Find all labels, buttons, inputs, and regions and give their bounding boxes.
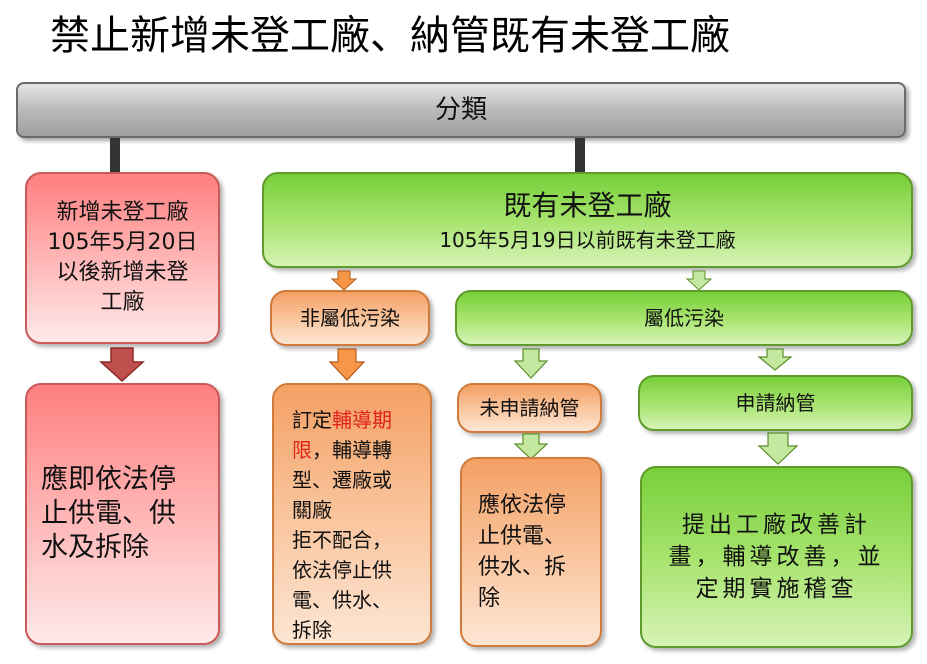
non-low-pollution-action-line: 限，輔導轉 [292,435,392,465]
category-label: 分類 [434,95,487,125]
new-factory-line: 工廠 [100,290,145,315]
new-factory-action-box: 應即依法停 止供電、供 水及拆除 [25,383,220,645]
new-factory-action-line: 應即依法停 [41,464,176,495]
new-factory-line: 新增未登工廠 [56,200,189,225]
not-applied-action-line: 應依法停 [478,493,567,518]
existing-factory-box: 既有未登工廠 105年5月19日以前既有未登工廠 [262,172,913,268]
down-arrow-icon [328,348,366,381]
page-title: 禁止新增未登工廠、納管既有未登工廠 [50,13,730,59]
new-factory-line: 以後新增未登 [56,260,189,285]
non-low-pollution-action-box: 訂定輔導期 限，輔導轉 型、遷廠或 關廠 拒不配合， 依法停止供 電、供水、 拆… [272,383,432,645]
not-applied-label: 未申請納管 [479,396,580,420]
connector-right [575,138,585,174]
non-low-pollution-action-line: 電、供水、 [292,588,392,612]
applied-label: 申請納管 [735,391,816,415]
non-low-pollution-action-line: 拒不配合， [292,528,392,552]
not-applied-action-box: 應依法停 止供電、 供水、拆 除 [460,457,602,647]
down-arrow-icon [513,433,549,460]
non-low-pollution-action-line: 型、遷廠或 [292,468,392,492]
applied-box: 申請納管 [638,375,913,431]
down-arrow-icon [99,347,145,383]
down-arrow-icon [757,348,793,371]
category-bar: 分類 [16,82,906,138]
applied-action-line: 定期實施稽查 [695,576,858,602]
existing-factory-subtitle: 105年5月19日以前既有未登工廠 [439,228,736,252]
action-rest: ，輔導轉 [312,438,392,462]
connector-left [110,138,120,174]
down-arrow-icon [513,348,549,379]
existing-factory-title: 既有未登工廠 [503,189,672,222]
action-lead: 訂定 [292,408,332,432]
applied-action-box: 提出工廠改善計 畫，輔導改善，並 定期實施稽查 [640,466,913,648]
guidance-period-highlight: 輔導期 [332,408,392,432]
down-arrow-icon [685,270,713,291]
non-low-pollution-action-line: 依法停止供 [292,558,392,582]
not-applied-box: 未申請納管 [457,383,602,433]
non-low-pollution-action-line: 拆除 [292,618,332,642]
low-pollution-label: 屬低污染 [644,306,724,330]
guidance-period-highlight: 限 [292,438,312,462]
new-factory-line: 105年5月20日 [47,230,198,255]
new-factory-box: 新增未登工廠 105年5月20日 以後新增未登 工廠 [25,172,220,344]
down-arrow-icon [330,270,358,291]
not-applied-action-line: 除 [478,586,501,611]
non-low-pollution-box: 非屬低污染 [270,290,430,346]
non-low-pollution-action-line: 關廠 [292,498,332,522]
low-pollution-box: 屬低污染 [455,290,913,346]
non-low-pollution-label: 非屬低污染 [300,306,400,330]
new-factory-action-line: 水及拆除 [41,532,149,563]
not-applied-action-line: 供水、拆 [478,555,567,580]
new-factory-action-line: 止供電、供 [41,498,176,529]
down-arrow-icon [757,432,799,465]
applied-action-line: 提出工廠改善計 [682,512,871,538]
non-low-pollution-action-line: 訂定輔導期 [292,405,392,435]
not-applied-action-line: 止供電、 [478,524,567,549]
applied-action-line: 畫，輔導改善，並 [668,544,885,570]
